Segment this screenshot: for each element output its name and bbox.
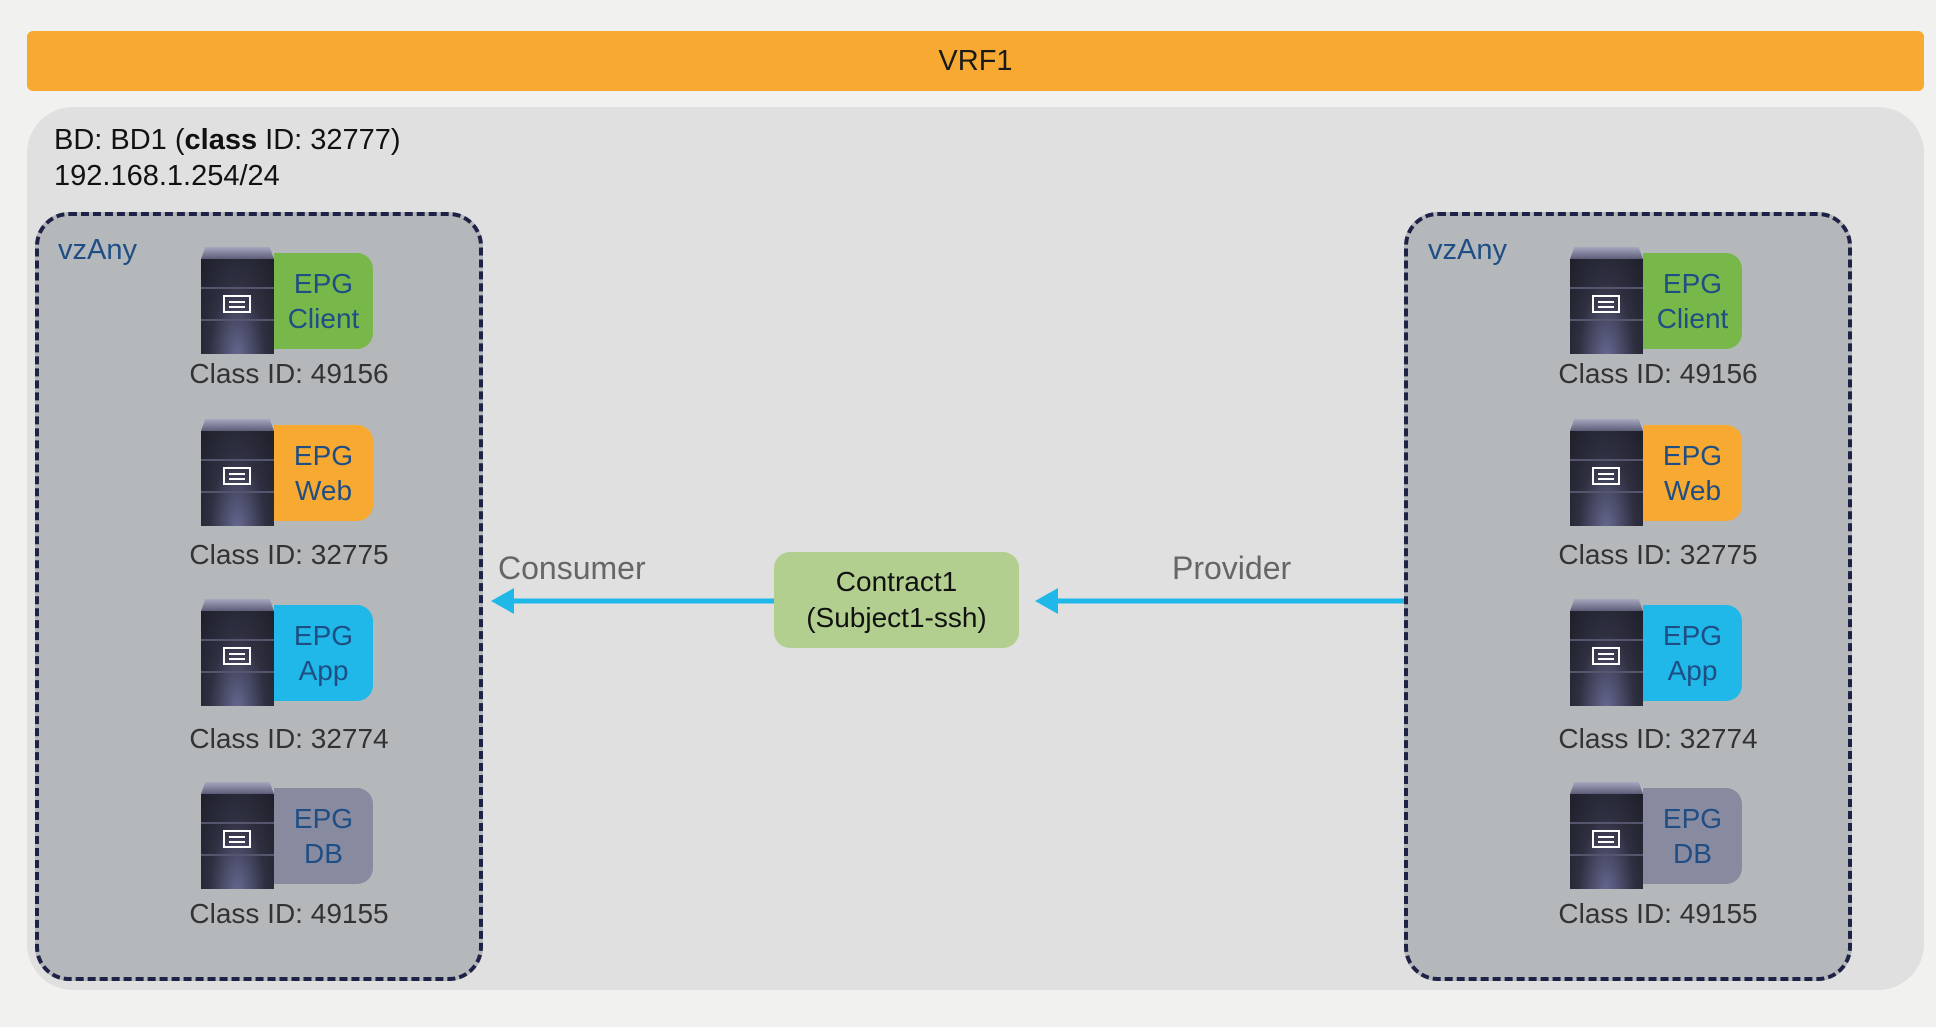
epg-label-line2: App [1667,655,1718,686]
epg-label-line1: EPG [293,268,354,299]
epg-label-line1: EPG [293,440,354,471]
server-icon [1570,419,1643,526]
class-id-db-right: Class ID: 49155 [1558,898,1758,929]
epg-label-line1: EPG [293,803,354,834]
epg-label-line2: Web [1663,475,1722,506]
bd-class-id: ID: 32777) [257,124,401,156]
class-id-db-left: Class ID: 49155 [189,898,389,929]
epg-label-box: EPG DB [1643,788,1742,884]
class-id-client-right: Class ID: 49156 [1558,358,1758,389]
epg-label-line1: EPG [1662,268,1723,299]
epg-label-line1: EPG [1662,803,1723,834]
epg-label-box: EPG Client [1643,253,1742,349]
bd-name: BD: BD1 ( [54,124,185,156]
class-id-web-left: Class ID: 32775 [189,539,389,570]
server-icon [201,599,274,706]
consumer-label: Consumer [498,550,646,586]
server-icon [1570,599,1643,706]
bd-title: BD: BD1 (class ID: 32777) 192.168.1.254/… [54,122,401,194]
epg-label-line2: Client [287,303,360,334]
epg-label-line1: EPG [293,620,354,651]
server-icon [201,419,274,526]
vzany-label-left: vzAny [58,234,137,266]
vrf-bar: VRF1 [27,31,1924,91]
epg-label-line2: Web [294,475,353,506]
epg-label-box: EPG App [1643,605,1742,701]
server-icon [1570,247,1643,354]
provider-label: Provider [1172,550,1292,586]
epg-label-line2: App [298,655,349,686]
server-icon [201,782,274,889]
contract-name: Contract1 [835,566,958,597]
class-id-client-left: Class ID: 49156 [189,358,389,389]
contract-box: Contract1 (Subject1-ssh) [774,552,1019,648]
bd-class-bold: class [184,124,258,156]
epg-label-box: EPG Web [274,425,373,521]
contract-subject: (Subject1-ssh) [806,602,987,633]
bd-subnet: 192.168.1.254/24 [54,160,280,192]
epg-label-box: EPG Client [274,253,373,349]
epg-label-line1: EPG [1662,620,1723,651]
epg-label-line2: DB [1673,838,1712,869]
vzany-label-right: vzAny [1428,234,1507,266]
vrf-label: VRF1 [938,44,1013,77]
epg-label-box: EPG Web [1643,425,1742,521]
class-id-web-right: Class ID: 32775 [1558,539,1758,570]
server-icon [1570,782,1643,889]
class-id-app-left: Class ID: 32774 [189,723,389,754]
epg-label-line2: Client [1656,303,1729,334]
epg-label-box: EPG App [274,605,373,701]
epg-label-box: EPG DB [274,788,373,884]
epg-label-line1: EPG [1662,440,1723,471]
consumer-arrowhead [491,588,514,614]
class-id-app-right: Class ID: 32774 [1558,723,1758,754]
provider-arrowhead [1035,588,1058,614]
server-icon [201,247,274,354]
epg-label-line2: DB [304,838,343,869]
